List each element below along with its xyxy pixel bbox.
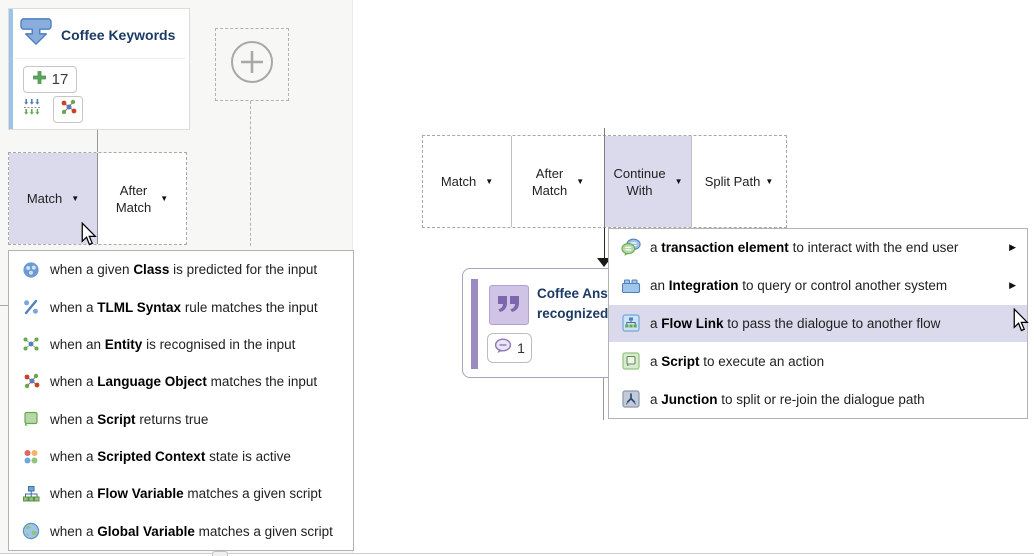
answer-quote-icon: [489, 285, 529, 325]
mouse-cursor: [1012, 307, 1029, 338]
trigger-node-coffee-keywords[interactable]: Coffee Keywords 17: [8, 8, 190, 130]
integration-icon: [621, 276, 641, 296]
trigger-toolbar: Match ▼ After Match ▼: [8, 152, 187, 245]
plus-icon: [32, 70, 47, 90]
tab-split-path[interactable]: Split Path ▼: [692, 136, 786, 227]
flow-variable-icon: [21, 484, 41, 504]
menu-item-label: a Junction to split or re-join the dialo…: [650, 391, 925, 407]
menu-item-label: when a TLML Syntax rule matches the inpu…: [50, 299, 318, 315]
menu-item-entity[interactable]: when an Entity is recognised in the inpu…: [9, 326, 353, 363]
chevron-down-icon: ▼: [485, 177, 494, 186]
chevron-down-icon: ▼: [576, 177, 585, 186]
menu-item-scripted-context[interactable]: when a Scripted Context state is active: [9, 438, 353, 475]
script-action-icon: [621, 351, 641, 371]
match-options-menu: when a given Class is predicted for the …: [8, 250, 354, 551]
tab-label: Match: [26, 191, 63, 206]
menu-item-label: an Integration to query or control anoth…: [650, 278, 948, 294]
tab-divider: [511, 136, 512, 227]
submenu-arrow-icon: ▶: [1009, 280, 1016, 291]
menu-item-script[interactable]: when a Script returns true: [9, 401, 353, 438]
tab-after-match[interactable]: After Match ▼: [98, 153, 186, 244]
menu-item-global-variable[interactable]: when a Global Variable matches a given s…: [9, 513, 353, 550]
script-icon: [21, 409, 41, 429]
tab-label: Split Path: [704, 174, 761, 189]
window-bottom-edge: [0, 553, 1034, 554]
tab-label: After Match: [115, 182, 152, 215]
tab-label: After Match: [531, 165, 568, 198]
chevron-down-icon: ▼: [674, 177, 683, 186]
menu-item-label: a Script to execute an action: [650, 353, 825, 369]
menu-item-label: when a Flow Variable matches a given scr…: [50, 486, 322, 502]
connector-line: [604, 228, 605, 259]
connector-line: [603, 378, 604, 420]
ordering-arrows-icon: [23, 99, 45, 123]
connector-dashed-line: [250, 101, 251, 246]
answers-count: 1: [517, 340, 525, 356]
occluded-node-fragment: [212, 551, 228, 556]
junction-icon: [621, 389, 641, 409]
tab-divider: [691, 136, 692, 227]
trigger-icon: [19, 17, 53, 52]
chevron-down-icon: ▼: [71, 194, 80, 203]
menu-item-label: when a Language Object matches the input: [50, 374, 318, 390]
node-header: Coffee Keywords: [19, 17, 175, 52]
node-accent-bar: [471, 279, 478, 369]
language-condition-button[interactable]: [53, 96, 83, 123]
output-node-coffee-answer[interactable]: Coffee Answ recognized 1: [462, 268, 627, 378]
tab-continue-with[interactable]: Continue With ▼: [605, 136, 691, 227]
menu-item-integration[interactable]: an Integration to query or control anoth…: [609, 267, 1027, 305]
menu-item-junction[interactable]: a Junction to split or re-join the dialo…: [609, 380, 1027, 418]
answers-count-badge[interactable]: 1: [487, 333, 532, 363]
language-object-icon: [21, 372, 41, 392]
examples-count: 17: [51, 71, 69, 88]
connector-arrow-down-icon: [597, 258, 611, 267]
entity-icon: [21, 334, 41, 354]
connector-line: [97, 130, 98, 153]
menu-item-class[interactable]: when a given Class is predicted for the …: [9, 251, 353, 288]
scripted-context-icon: [21, 447, 41, 467]
menu-item-language-object[interactable]: when a Language Object matches the input: [9, 363, 353, 400]
menu-item-tlml-syntax[interactable]: when a TLML Syntax rule matches the inpu…: [9, 288, 353, 325]
examples-count-badge[interactable]: 17: [23, 66, 77, 93]
transaction-element-icon: [621, 238, 641, 258]
mouse-cursor: [80, 221, 97, 252]
menu-item-label: a Flow Link to pass the dialogue to anot…: [650, 315, 941, 331]
menu-item-transaction-element[interactable]: a transaction element to interact with t…: [609, 229, 1027, 267]
tab-match-right[interactable]: Match ▼: [423, 136, 511, 227]
menu-item-flow-variable[interactable]: when a Flow Variable matches a given scr…: [9, 475, 353, 512]
speech-bubble-icon: [494, 337, 513, 359]
class-icon: [21, 260, 41, 280]
tlml-syntax-icon: [21, 297, 41, 317]
add-node-placeholder[interactable]: [215, 28, 289, 101]
menu-item-label: a transaction element to interact with t…: [650, 240, 959, 256]
menu-item-script-action[interactable]: a Script to execute an action: [609, 342, 1027, 380]
tab-label: Continue With: [613, 165, 666, 198]
chevron-down-icon: ▼: [160, 194, 169, 203]
node-title: Coffee Keywords: [61, 26, 176, 43]
flow-link-icon: [621, 313, 641, 333]
menu-item-label: when a Script returns true: [50, 411, 209, 427]
continue-with-menu: a transaction element to interact with t…: [608, 228, 1028, 419]
menu-item-flow-link[interactable]: a Flow Link to pass the dialogue to anot…: [609, 304, 1027, 343]
connector-line: [0, 305, 8, 306]
global-variable-icon: [21, 521, 41, 541]
tab-after-match-right[interactable]: After Match ▼: [512, 136, 604, 227]
submenu-arrow-icon: ▶: [1009, 242, 1016, 253]
tab-label: Match: [440, 174, 477, 189]
node-divider: [15, 58, 185, 59]
chevron-down-icon: ▼: [765, 177, 774, 186]
connector-line: [604, 128, 605, 228]
menu-item-label: when a Scripted Context state is active: [50, 449, 291, 465]
menu-item-label: when an Entity is recognised in the inpu…: [50, 336, 296, 352]
circle-plus-icon: [229, 39, 275, 90]
molecule-icon: [59, 98, 78, 122]
menu-item-label: when a given Class is predicted for the …: [50, 262, 318, 278]
node-accent-bar: [9, 9, 13, 129]
tab-divider: [97, 153, 98, 244]
menu-item-label: when a Global Variable matches a given s…: [50, 523, 333, 539]
node-title: Coffee Answ recognized: [537, 286, 619, 321]
